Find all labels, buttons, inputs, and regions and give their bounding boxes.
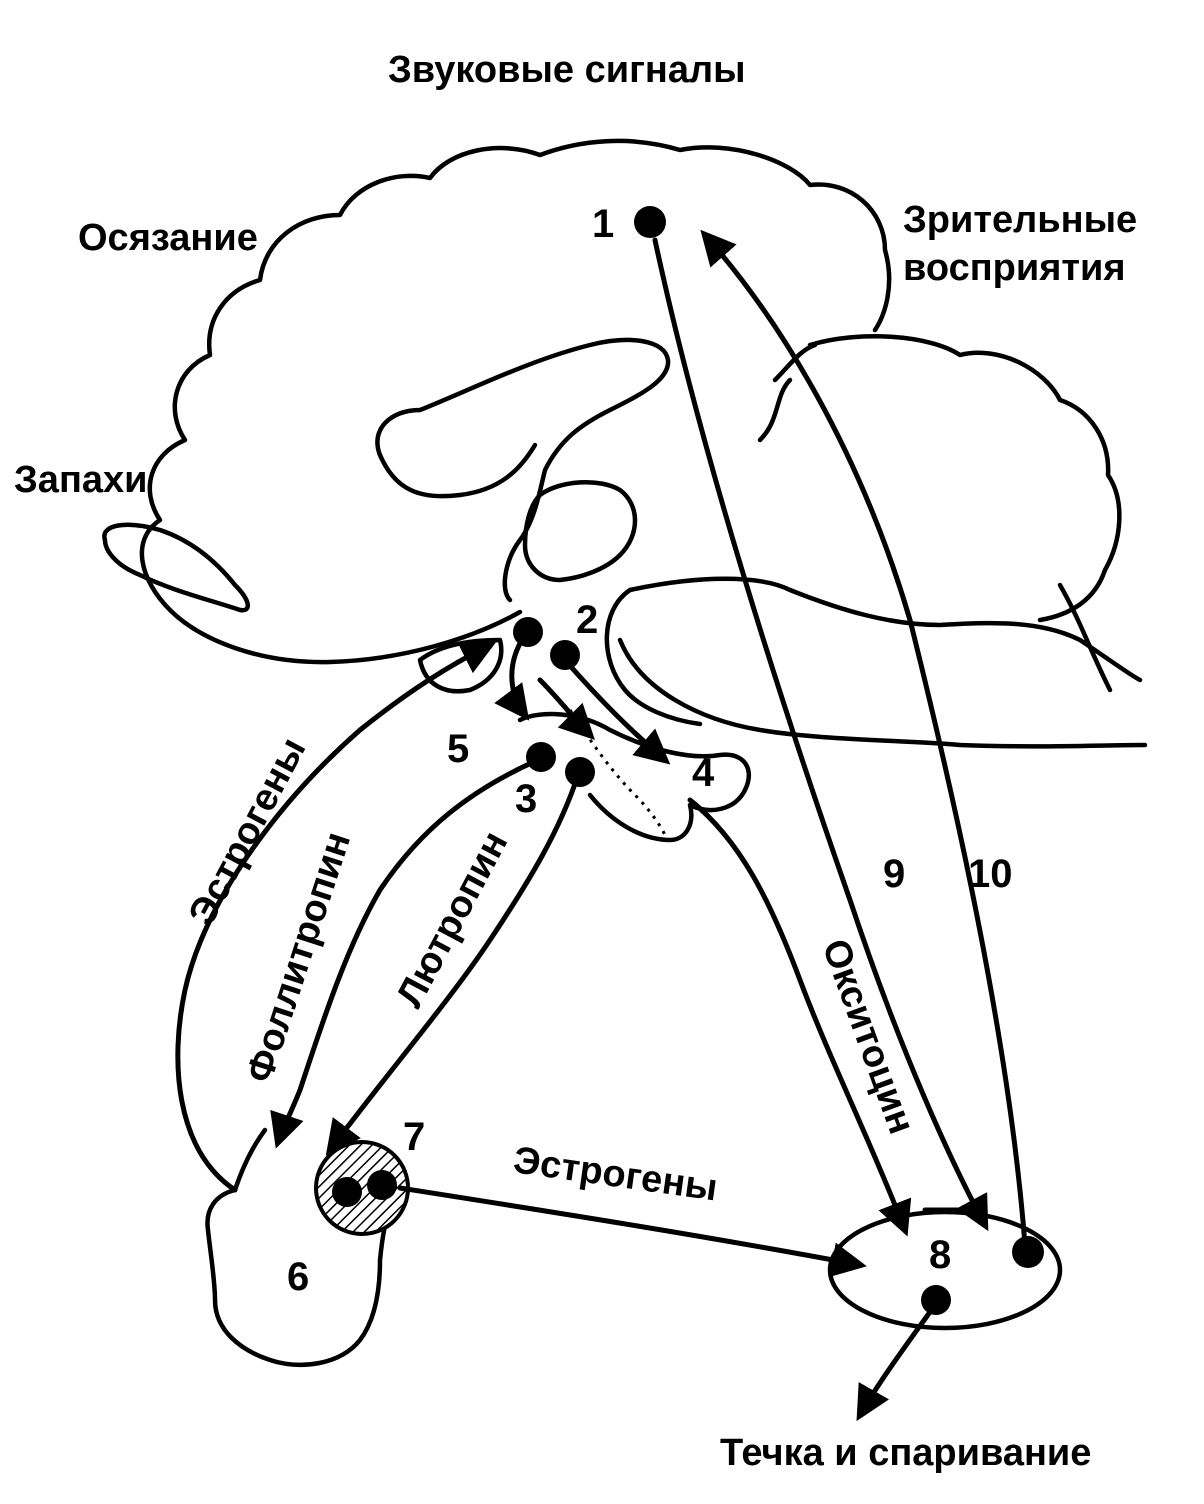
node-7a bbox=[332, 1177, 362, 1207]
pituitary-outline bbox=[517, 711, 752, 843]
number-3: 3 bbox=[515, 777, 537, 821]
arrow-9-cortex-to-uterus bbox=[652, 237, 989, 1232]
label-sound-signals: Звуковые сигналы bbox=[388, 49, 746, 91]
brainstem-lower bbox=[617, 637, 1148, 749]
arrow-lutropin bbox=[325, 772, 581, 1156]
number-10: 10 bbox=[968, 852, 1013, 896]
fornix bbox=[377, 442, 538, 499]
number-8: 8 bbox=[929, 1233, 951, 1277]
node-1 bbox=[634, 206, 666, 238]
cerebellum-outline bbox=[807, 334, 1122, 623]
label-visual-2: восприятия bbox=[903, 247, 1126, 289]
ovary-outline bbox=[205, 1127, 393, 1367]
label-estrogens-bottom: Эстрогены bbox=[511, 1139, 720, 1209]
node-3b bbox=[565, 757, 595, 787]
node-2a bbox=[513, 617, 543, 647]
corpus-callosum bbox=[375, 337, 671, 603]
node-8a bbox=[921, 1285, 951, 1315]
arrow-to-5 bbox=[494, 632, 530, 721]
number-7: 7 bbox=[403, 1115, 425, 1159]
arrow-10-uterus-to-cortex bbox=[700, 229, 1028, 1248]
node-2b bbox=[550, 640, 580, 670]
number-5: 5 bbox=[447, 727, 469, 771]
cerebellum-folds bbox=[757, 342, 818, 443]
optic-chiasm bbox=[417, 637, 504, 694]
label-oxytocin: Окситоцин bbox=[814, 934, 923, 1140]
arrow-to-pituitary bbox=[537, 677, 595, 740]
number-9: 9 bbox=[883, 852, 905, 896]
label-smells: Запахи bbox=[14, 459, 148, 501]
label-follitropin: Фоллитропин bbox=[239, 827, 359, 1088]
arrow-2-to-4 bbox=[562, 657, 671, 765]
number-4: 4 bbox=[692, 751, 715, 795]
arrow-oxytocin bbox=[687, 797, 912, 1237]
label-estrus: Течка и спаривание bbox=[720, 1432, 1091, 1474]
arrow-estrogens-feedback bbox=[175, 641, 497, 1193]
brainstem-curve bbox=[604, 587, 703, 727]
number-1: 1 bbox=[592, 202, 614, 246]
label-touch: Осязание bbox=[78, 217, 258, 259]
pons-line bbox=[1057, 582, 1113, 693]
arrow-estrogens-to-uterus bbox=[397, 1185, 867, 1278]
arrow-to-estrus bbox=[856, 1302, 938, 1422]
number-6: 6 bbox=[287, 1255, 309, 1299]
olfactory-bulb bbox=[102, 522, 250, 613]
arrow-follitropin bbox=[270, 757, 541, 1149]
number-2: 2 bbox=[576, 598, 598, 642]
label-visual-1: Зрительные bbox=[903, 199, 1137, 241]
thalamus-outline bbox=[522, 480, 638, 583]
node-3a bbox=[526, 742, 556, 772]
node-8b bbox=[1012, 1236, 1044, 1268]
brain-outline bbox=[139, 138, 892, 665]
node-7b bbox=[367, 1170, 397, 1200]
